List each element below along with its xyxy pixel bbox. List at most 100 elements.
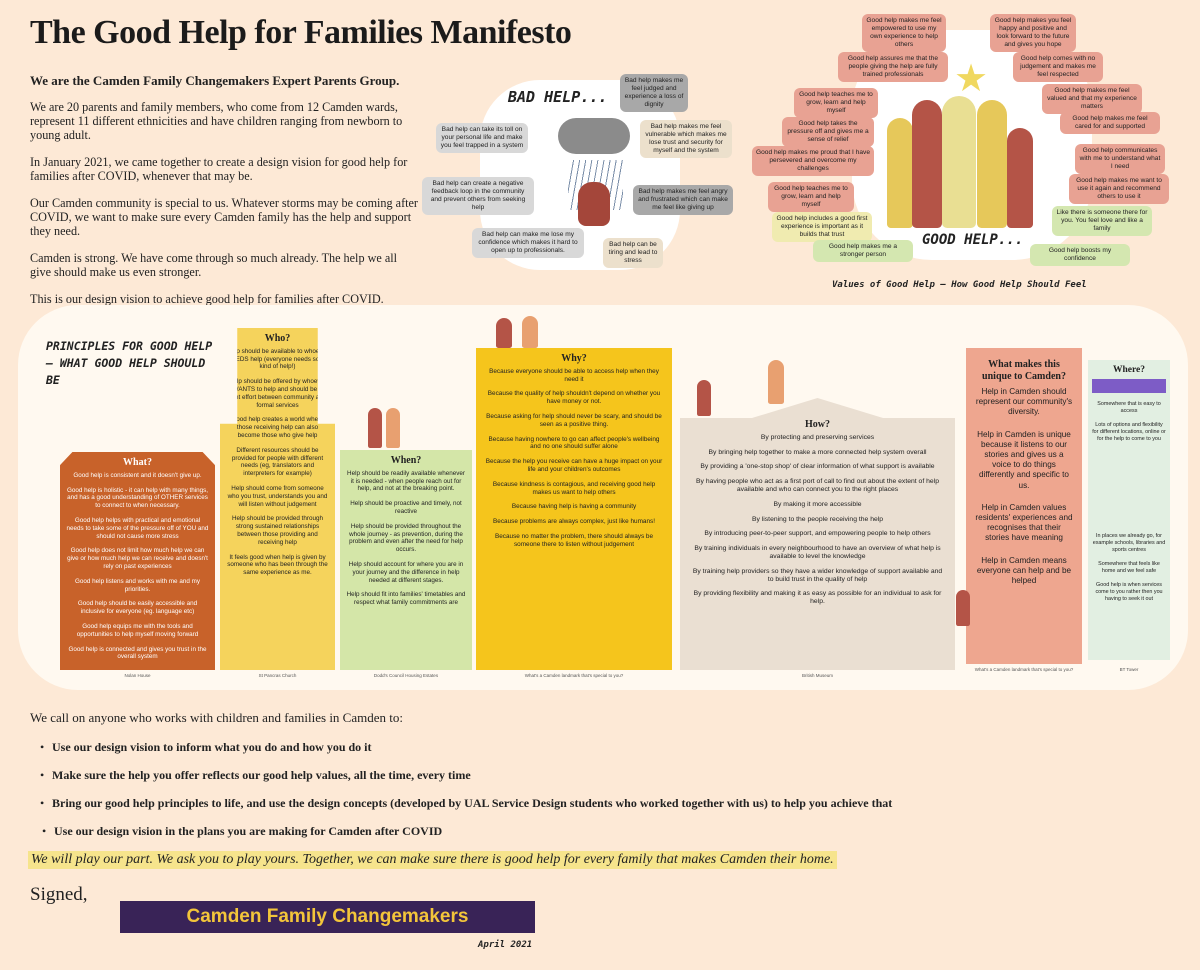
principle-item: Good help listens and works with me and … bbox=[75, 577, 200, 593]
date: April 2021 bbox=[478, 940, 533, 950]
principle-item: It feels good when help is given by some… bbox=[227, 553, 328, 577]
star-icon: ★ bbox=[954, 56, 989, 100]
call-item: Use our design vision to inform what you… bbox=[40, 740, 892, 755]
call-item: Make sure the help you offer reflects ou… bbox=[40, 768, 892, 783]
principle-item: Because asking for help should never be … bbox=[486, 412, 662, 428]
person-figure bbox=[942, 96, 976, 228]
good-help-card: Good help comes with no judgement and ma… bbox=[1013, 52, 1103, 82]
principle-item: By training help providers so they have … bbox=[692, 567, 943, 583]
changemakers-banner: Camden Family Changemakers bbox=[120, 901, 535, 933]
principle-item: By providing flexibility and making it a… bbox=[693, 590, 942, 606]
sad-person-figure bbox=[578, 182, 610, 226]
why-title: Why? bbox=[561, 353, 587, 364]
bad-help-card: Bad help can make me lose my confidence … bbox=[472, 228, 584, 258]
principle-item: By bringing help together to make a more… bbox=[708, 448, 927, 456]
principle-item: By introducing peer-to-peer support, and… bbox=[704, 530, 931, 538]
principle-item: Lots of options and flexibility for diff… bbox=[1092, 422, 1166, 442]
page-title: The Good Help for Families Manifesto bbox=[30, 14, 572, 51]
good-help-card: Good help makes me feel valued and that … bbox=[1042, 84, 1142, 114]
principle-item: Help in Camden should represent our comm… bbox=[975, 387, 1073, 417]
principle-item: Good help does not limit how much help w… bbox=[67, 547, 208, 570]
where-purple-bar bbox=[1092, 379, 1166, 393]
landmark-label: St Pancras Church bbox=[258, 673, 297, 678]
signed-label: Signed, bbox=[30, 884, 88, 905]
principle-item: Somewhere that is easy to access bbox=[1097, 401, 1161, 414]
principle-item: Help should come from someone who you tr… bbox=[227, 484, 328, 508]
call-list: Use our design vision to inform what you… bbox=[30, 740, 892, 839]
storm-cloud-icon bbox=[558, 118, 630, 154]
principle-item: Good help should be easily accessible an… bbox=[77, 600, 198, 616]
principle-item: Different resources should be provided f… bbox=[231, 446, 324, 478]
principle-item: Good help is when services come to you r… bbox=[1095, 582, 1163, 602]
principle-item: Because everyone should be able to acces… bbox=[489, 367, 659, 383]
what-title: What? bbox=[123, 457, 152, 468]
good-help-heading: GOOD HELP... bbox=[922, 232, 1024, 248]
principle-how: How? By protecting and preserving servic… bbox=[680, 418, 955, 670]
principle-item: By listening to the people receiving the… bbox=[751, 515, 884, 523]
principle-item: Good help is consistent and it doesn't g… bbox=[73, 471, 202, 479]
bad-help-card: Bad help can create a negative feedback … bbox=[422, 177, 534, 215]
principle-item: Good help helps with practical and emoti… bbox=[66, 516, 209, 540]
intro-paragraph: In January 2021, we came together to cre… bbox=[30, 155, 408, 183]
principle-unique: What makes this unique to Camden? Help i… bbox=[966, 348, 1082, 664]
where-title: Where? bbox=[1112, 365, 1145, 375]
person-figure bbox=[977, 100, 1007, 228]
principle-item: Help should be provided through strong s… bbox=[231, 515, 324, 546]
good-help-card: Good help makes me feel empowered to use… bbox=[862, 14, 946, 52]
principle-where: Where? Somewhere that is easy to access … bbox=[1088, 360, 1170, 660]
principle-item: Help in Camden values residents' experie… bbox=[975, 502, 1073, 543]
intro-paragraph: This is our design vision to achieve goo… bbox=[30, 292, 384, 306]
bad-help-card: Bad help can be tiring and lead to stres… bbox=[603, 238, 663, 268]
person-figure bbox=[887, 118, 913, 228]
person-figure bbox=[386, 408, 400, 448]
landmark-label: What's a Camden landmark that's special … bbox=[524, 673, 624, 678]
good-help-card: Good help teaches me to grow, learn and … bbox=[768, 182, 854, 212]
principle-item: By providing a 'one-stop shop' of clear … bbox=[700, 463, 935, 471]
when-title: When? bbox=[390, 455, 422, 466]
landmark-label: Nolan House bbox=[124, 673, 151, 678]
call-item: Use our design vision in the plans you a… bbox=[42, 824, 892, 839]
principle-item: By protecting and preserving services bbox=[760, 433, 875, 441]
principle-item: Good help is connected and gives you tru… bbox=[68, 645, 207, 661]
closing-statement: We will play our part. We ask you to pla… bbox=[28, 851, 837, 869]
person-figure bbox=[368, 408, 382, 448]
principle-item: Help should fit into families' timetable… bbox=[346, 591, 466, 607]
principle-item: Good help is holistic - it can help with… bbox=[66, 486, 209, 510]
principle-item: Help should account for where you are in… bbox=[348, 560, 464, 584]
intro-paragraph: Camden is strong. We have come through s… bbox=[30, 251, 398, 279]
principle-item: Because the help you receive can have a … bbox=[485, 458, 663, 473]
principle-item: Somewhere that feels like home and we fe… bbox=[1098, 561, 1160, 574]
good-help-card: Good help boosts my confidence bbox=[1030, 244, 1130, 266]
good-help-card: Good help makes me proud that I have per… bbox=[752, 146, 874, 176]
call-lead: We call on anyone who works with childre… bbox=[30, 710, 403, 725]
principle-item: Help in Camden is unique because it list… bbox=[977, 429, 1071, 490]
principle-what: What? Good help is consistent and it doe… bbox=[60, 452, 215, 670]
principle-why: Why? Because everyone should be able to … bbox=[476, 348, 672, 670]
good-help-card: Like there is someone there for you. You… bbox=[1052, 206, 1152, 236]
principle-who: Who? Help should be available to whoever… bbox=[220, 328, 335, 670]
bad-help-card: Bad help makes me feel angry and frustra… bbox=[633, 185, 733, 215]
good-help-card: Good help assures me that the people giv… bbox=[838, 52, 948, 82]
page-subtitle: We are the Camden Family Changemakers Ex… bbox=[30, 73, 400, 88]
landmark-label: Dodd's Council Housing Estates bbox=[373, 673, 439, 678]
bad-help-card: Bad help makes me feel judged and experi… bbox=[620, 74, 688, 112]
intro-paragraph: We are 20 parents and family members, wh… bbox=[30, 100, 403, 142]
principle-item: Good help creates a world where those re… bbox=[231, 416, 324, 439]
good-help-card: Good help communicates with me to unders… bbox=[1075, 144, 1165, 174]
person-figure bbox=[956, 590, 970, 626]
principle-item: Help should be proactive and timely, not… bbox=[350, 500, 462, 515]
bad-help-card: Bad help makes me feel vulnerable which … bbox=[640, 120, 732, 158]
landmark-label: What's a Camden landmark that's special … bbox=[974, 667, 1074, 672]
principle-item: Good help equips me with the tools and o… bbox=[76, 622, 199, 638]
principle-item: Because problems are always complex, jus… bbox=[493, 518, 655, 526]
good-help-card: Good help makes me want to use it again … bbox=[1069, 174, 1169, 204]
landmark-label: British Museum bbox=[801, 673, 833, 678]
principle-item: Because having nowhere to go can affect … bbox=[488, 435, 660, 451]
person-figure bbox=[496, 318, 512, 348]
good-help-caption: Values of Good Help – How Good Help Shou… bbox=[832, 280, 1087, 290]
good-help-card: Good help makes me feel cared for and su… bbox=[1060, 112, 1160, 134]
call-to-action: We call on anyone who works with childre… bbox=[30, 710, 892, 852]
landmark-label: BT Tower bbox=[1119, 667, 1139, 672]
principles-heading: PRINCIPLES FOR GOOD HELP – WHAT GOOD HEL… bbox=[46, 339, 213, 387]
person-figure bbox=[1007, 128, 1033, 228]
